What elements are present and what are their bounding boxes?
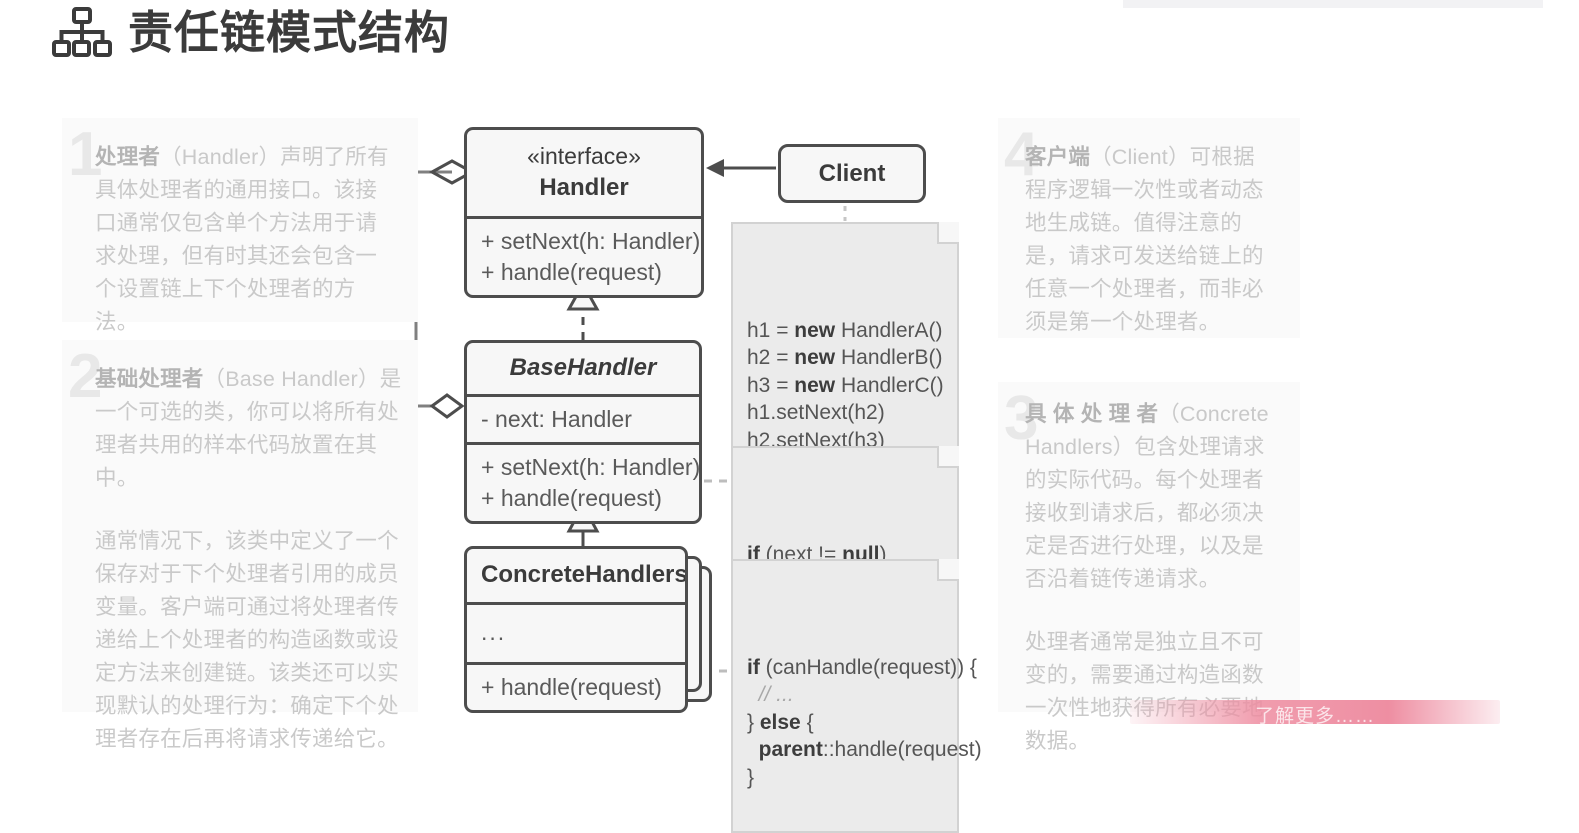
- uml-class-name: Handler: [539, 174, 629, 201]
- uml-class-title: Client: [781, 147, 923, 200]
- uml-class-name: Client: [818, 160, 886, 187]
- side-note-paragraph: 客户端（Client）可根据程序逻辑一次性或者动态地生成链。值得注意的是，请求可…: [1025, 145, 1264, 334]
- uml-stereotype: «interface»: [527, 143, 641, 169]
- page-title: 责任链模式结构: [128, 6, 451, 58]
- side-note-body: 客户端（Client）可根据程序逻辑一次性或者动态地生成链。值得注意的是，请求可…: [998, 118, 1276, 339]
- code-note-concrete-handler: if (canHandle(request)) { // ...} else {…: [731, 559, 982, 833]
- note-fold-corner: [937, 559, 959, 581]
- side-note-body: 基础处理者（Base Handler）是一个可选的类，你可以将所有处理者共用的样…: [62, 340, 402, 756]
- uml-fields-section: ...: [467, 602, 685, 662]
- uml-class-name: ConcreteHandlers: [481, 561, 688, 588]
- uml-method: + setNext(h: Handler): [481, 454, 701, 480]
- top-decorative-strip: [1123, 0, 1543, 8]
- uml-methods-section: + setNext(h: Handler) + handle(request): [467, 442, 699, 521]
- side-note-number: 2: [68, 342, 103, 411]
- side-note-concrete-handlers: 3 具 体 处 理 者（Concrete Handlers）包含处理请求的实际代…: [998, 382, 1300, 753]
- bottom-banner-label: 了解更多……: [1254, 706, 1375, 727]
- uml-field: ...: [481, 619, 507, 645]
- note-fold-corner: [937, 222, 959, 244]
- uml-class-client[interactable]: Client: [778, 144, 926, 203]
- side-note-number: 1: [68, 120, 103, 189]
- uml-method: + setNext(h: Handler): [481, 228, 701, 254]
- side-note-paragraph: 基础处理者（Base Handler）是一个可选的类，你可以将所有处理者共用的样…: [95, 367, 402, 490]
- uml-field: - next: Handler: [481, 406, 632, 432]
- uml-class-title: «interface» Handler: [467, 130, 701, 216]
- uml-methods-section: + handle(request): [467, 662, 685, 710]
- uml-class-title: BaseHandler: [467, 343, 699, 394]
- uml-class-name: BaseHandler: [509, 354, 657, 381]
- side-note-number: 3: [1004, 384, 1039, 453]
- bottom-promo-banner[interactable]: 了解更多……: [1130, 700, 1500, 727]
- page-header: 责任链模式结构: [52, 6, 450, 58]
- uml-class-concrete-handlers[interactable]: ConcreteHandlers ... + handle(request): [464, 546, 688, 713]
- uml-method: + handle(request): [481, 259, 662, 285]
- side-note-paragraph: 通常情况下，该类中定义了一个保存对于下个处理者引用的成员变量。客户端可通过将处理…: [95, 529, 399, 751]
- note-fold-corner: [937, 446, 959, 468]
- side-note-base-handler: 2 基础处理者（Base Handler）是一个可选的类，你可以将所有处理者共用…: [62, 340, 418, 751]
- code-note-text: if (canHandle(request)) { // ...} else {…: [747, 655, 982, 789]
- uml-class-handler[interactable]: «interface» Handler + setNext(h: Handler…: [464, 127, 704, 298]
- side-note-handler: 1 处理者（Handler）声明了所有具体处理者的通用接口。该接口通常仅包含单个…: [62, 118, 418, 334]
- uml-method: + handle(request): [481, 674, 662, 700]
- side-note-paragraph: 处理者（Handler）声明了所有具体处理者的通用接口。该接口通常仅包含单个方法…: [95, 145, 389, 334]
- side-note-number: 4: [1004, 120, 1039, 189]
- uml-methods-section: + setNext(h: Handler) + handle(request): [467, 216, 701, 295]
- uml-fields-section: - next: Handler: [467, 394, 699, 442]
- side-note-paragraph: 处理者通常是独立且不可变的，需要通过构造函数一次性地获得所有必要地数据。: [1025, 630, 1264, 753]
- uml-method: + handle(request): [481, 485, 662, 511]
- uml-class-title: ConcreteHandlers: [467, 549, 685, 602]
- side-note-paragraph: 具 体 处 理 者（Concrete Handlers）包含处理请求的实际代码。…: [1025, 402, 1269, 591]
- side-note-body: 处理者（Handler）声明了所有具体处理者的通用接口。该接口通常仅包含单个方法…: [62, 118, 392, 339]
- uml-class-base-handler[interactable]: BaseHandler - next: Handler + setNext(h:…: [464, 340, 702, 524]
- side-note-client: 4 客户端（Client）可根据程序逻辑一次性或者动态地生成链。值得注意的是，请…: [998, 118, 1300, 338]
- hierarchy-icon: [52, 6, 112, 58]
